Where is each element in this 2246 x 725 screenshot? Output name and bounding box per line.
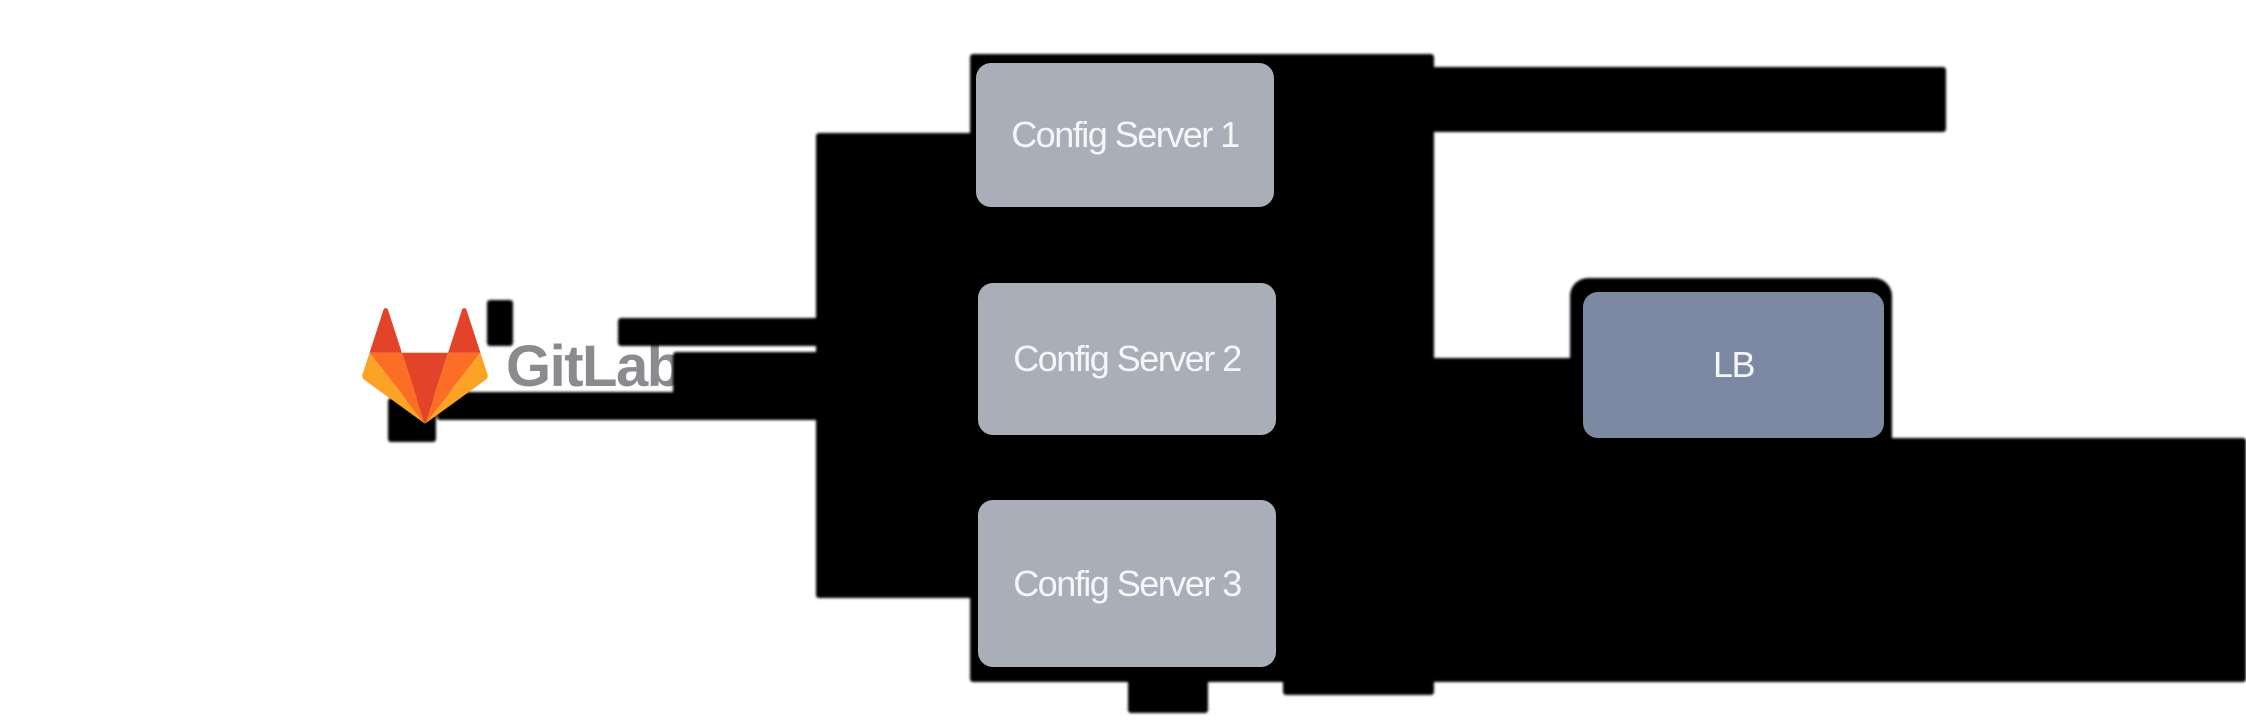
node-config-server-3: Config Server 3 [978,500,1276,667]
tanuki-body-left [369,352,425,424]
node-config-server-1: Config Server 1 [976,63,1274,207]
connector-top-band [1428,67,1946,132]
gitlab-wordmark: GitLab [506,334,682,399]
node-config-server-2: Config Server 2 [978,283,1276,435]
connector-right-band [1283,54,1434,695]
node-config-server-2-label: Config Server 2 [1013,338,1242,379]
node-config-server-1-label: Config Server 1 [1011,114,1240,155]
node-lb-label: LB [1712,344,1756,385]
node-lb: LB [1583,292,1884,438]
tanuki-body-center [401,352,449,424]
connector-lb-left-column [1428,358,1583,682]
gitlab-tanuki-icon [362,308,488,424]
tanuki-ear-left [369,308,402,353]
tanuki-ear-right [448,308,481,353]
node-config-server-3-label: Config Server 3 [1013,562,1242,604]
connector-left-band [816,133,976,598]
connector-bottom-slab [1575,438,2246,682]
connector-cs3-tendril [1128,676,1208,713]
tanuki-body-right [425,352,481,424]
connector-lower-bar-thick [673,352,822,420]
